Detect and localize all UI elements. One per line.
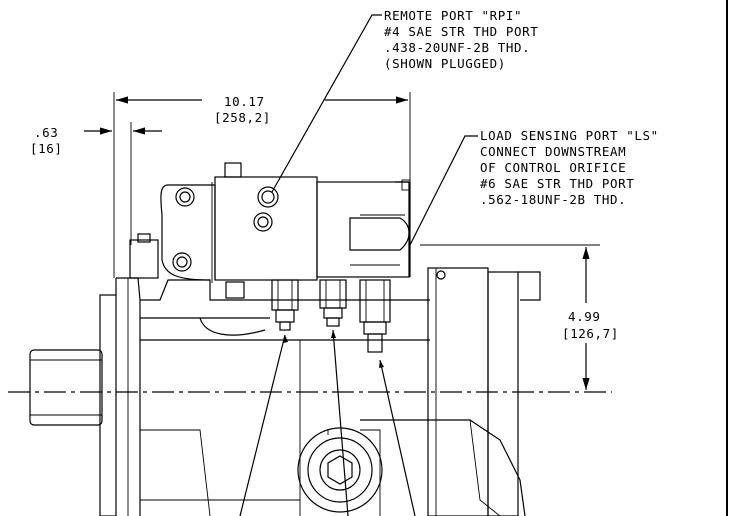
ls-leader	[409, 135, 478, 246]
control-valve-block	[129, 162, 411, 299]
ls-line1: LOAD SENSING PORT "LS"	[480, 128, 659, 143]
overall-length-metric: [258,2]	[214, 110, 271, 125]
port-height-imperial: 4.99	[568, 309, 601, 324]
offset-imperial: .63	[34, 125, 58, 140]
remote-port-line3: .438-20UNF-2B THD.	[384, 40, 530, 55]
offset-dimension: .63 [16]	[30, 122, 162, 245]
remote-port-line2: #4 SAE STR THD PORT	[384, 24, 538, 39]
remote-port-plug	[257, 186, 279, 208]
remote-port-line4: (SHOWN PLUGGED)	[384, 56, 506, 71]
fittings	[271, 279, 391, 353]
mounting-flange	[99, 294, 117, 516]
lower-leaders	[239, 329, 416, 516]
drain-port-boss	[297, 427, 383, 513]
port-height-metric: [126,7]	[562, 326, 619, 341]
remote-port-line1: REMOTE PORT "RPI"	[384, 8, 522, 23]
ls-line2: CONNECT DOWNSTREAM	[480, 144, 626, 159]
remote-port-callout: REMOTE PORT "RPI" #4 SAE STR THD PORT .4…	[271, 8, 538, 193]
offset-metric: [16]	[30, 141, 63, 156]
port-height-dimension: 4.99 [126,7]	[420, 244, 619, 390]
control-housing	[214, 176, 318, 281]
remote-port-leader	[271, 14, 382, 193]
ls-line3: OF CONTROL ORIFICE	[480, 160, 626, 175]
ls-line4: #6 SAE STR THD PORT	[480, 176, 634, 191]
shaft	[29, 349, 103, 426]
overall-length-imperial: 10.17	[224, 94, 265, 109]
load-sensing-callout: LOAD SENSING PORT "LS" CONNECT DOWNSTREA…	[409, 128, 659, 246]
overall-length-dimension: 10.17 [258,2]	[113, 92, 411, 278]
ls-line5: .562-18UNF-2B THD.	[480, 192, 626, 207]
pump-body	[29, 267, 541, 516]
